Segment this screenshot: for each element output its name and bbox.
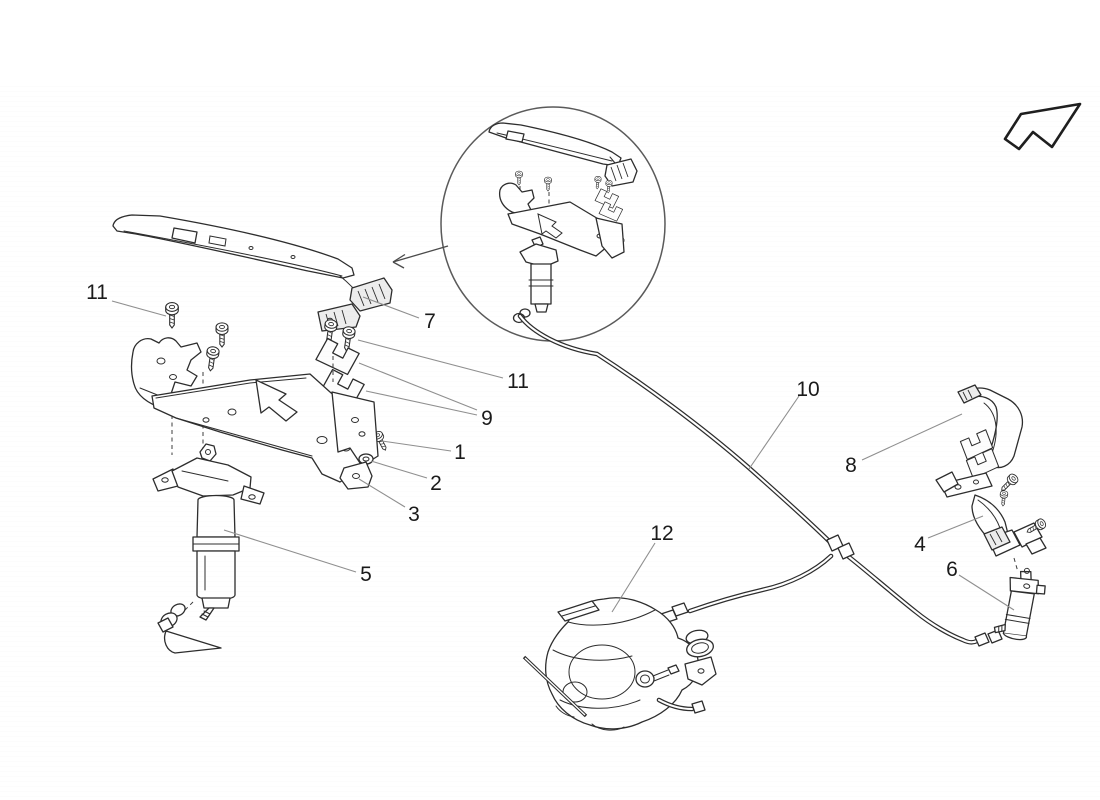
reservoir-part-12 [522,597,717,731]
reservoir-rod [522,655,588,718]
leader-line [611,542,656,613]
cover-part-8 [957,384,1024,469]
callout-12: 12 [650,522,673,545]
leader-line [748,395,800,470]
reservoir-pump-fitting [635,664,680,688]
filler-cap [684,629,717,686]
mini-pump [512,236,559,324]
spray-jet-shape [163,630,222,654]
nozzle-elbow-part [157,603,222,654]
callout-4: 4 [914,533,926,556]
mini-screw [544,176,552,192]
leader-line [223,529,357,573]
screw [215,322,229,348]
callouts: 11 7 11 9 1 2 3 5 12 10 8 4 6 [86,281,958,586]
leader-line [111,300,167,317]
hose-end-connectors [660,602,1003,647]
cover-blade-part [112,214,364,300]
callout-11-left: 11 [86,281,108,304]
detail-pointer-arrow [392,245,449,269]
assembly-arrow-mark [255,379,298,422]
mini-cover-blade [488,122,622,167]
screw [997,471,1021,495]
fork-clip-9 [313,336,362,377]
washer-pump-part-5 [152,443,265,621]
bracket-part-4 [935,471,1047,557]
mini-hook-bracket [498,182,535,217]
hook-bracket-part [130,337,202,414]
mini-side-bracket [595,217,625,259]
mini-screw [593,175,602,190]
screw [998,490,1009,507]
detail-assembly [488,122,638,324]
leader-line [365,390,478,416]
main-bracket-part [151,373,379,483]
leader-line [358,362,478,411]
callout-10: 10 [796,378,819,401]
callout-6: 6 [946,558,958,581]
leader-line [927,515,984,539]
callout-5: 5 [360,563,372,586]
hose-part-10 [517,313,1003,647]
hose-junction [826,534,855,560]
leader-line [958,574,1015,611]
leader-lines [111,296,1015,613]
washer-pump-part-6 [993,567,1046,641]
screw-11 [165,302,179,329]
alignment-dashes [181,601,194,614]
leader-line [357,339,504,379]
callout-2: 2 [430,472,442,495]
leader-line [370,460,428,479]
leader-line [358,478,406,508]
screw [203,345,221,373]
callout-7: 7 [424,310,436,333]
callout-9: 9 [481,407,493,430]
leader-line [861,413,963,461]
mini-clamp [604,158,638,187]
alignment-dashes [1013,557,1019,573]
callout-8: 8 [845,454,857,477]
callout-11-right: 11 [507,370,529,393]
reservoir-outlet-stub [656,697,706,714]
callout-1: 1 [454,441,466,464]
leader-line [362,296,420,319]
mini-screw [515,170,523,186]
callout-3: 3 [408,503,420,526]
direction-arrow-icon [1003,102,1082,151]
leader-line [381,440,452,452]
